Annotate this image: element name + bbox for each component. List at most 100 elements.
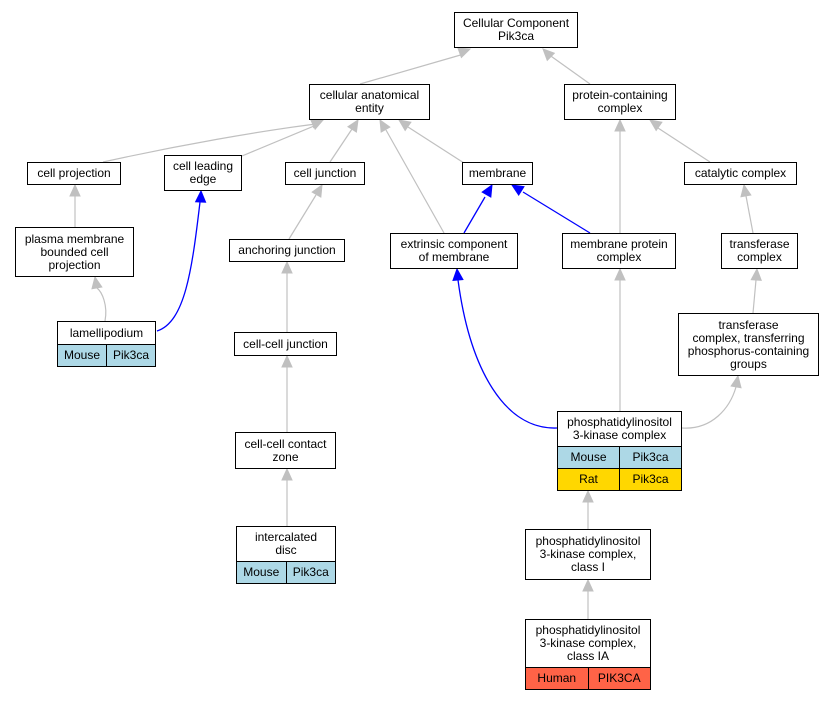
edge-aj-cj — [288, 183, 323, 240]
node-phosphatidylinositol-3-kinase-complex-class-i[interactable]: phosphatidylinositol 3-kinase complex, c… — [525, 529, 651, 580]
node-label: Cellular Component Pik3ca — [462, 16, 570, 43]
node-transferase-complex-transferring-phosphorus-groups[interactable]: transferase complex, transferring phosph… — [678, 313, 819, 376]
edge-pi3k-tcp — [681, 374, 742, 429]
arrowhead — [452, 267, 464, 281]
node-label: protein-containing complex — [572, 88, 668, 115]
arrowhead — [281, 260, 293, 274]
species-cell: Mouse — [237, 562, 286, 583]
node-plasma-membrane-bounded-cell-projection[interactable]: plasma membrane bounded cell projection — [15, 227, 134, 277]
arrowhead — [510, 184, 525, 196]
node-transferase-complex[interactable]: transferase complex — [721, 233, 798, 269]
node-label: phosphatidylinositol 3-kinase complex — [567, 415, 672, 442]
edge-ecm-cae — [379, 118, 445, 234]
edge-cae-root — [359, 47, 472, 85]
node-catalytic-complex[interactable]: catalytic complex — [684, 162, 797, 185]
arrowhead — [614, 118, 626, 132]
node-cellular-anatomical-entity[interactable]: cellular anatomical entity — [309, 84, 430, 120]
node-label: cell projection — [37, 166, 111, 180]
edge-ccj-aj — [281, 260, 293, 332]
node-label: lamellipodium — [69, 325, 144, 340]
species-cell: Mouse — [558, 447, 619, 468]
node-label: membrane protein complex — [570, 237, 668, 264]
node-label: transferase complex — [729, 237, 790, 264]
node-phosphatidylinositol-3-kinase-complex-class-ia[interactable]: phosphatidylinositol 3-kinase complex, c… — [525, 619, 651, 690]
node-label: cell-cell junction — [243, 336, 328, 351]
arrowhead — [614, 267, 626, 281]
node-protein-containing-complex[interactable]: protein-containing complex — [564, 84, 676, 120]
node-label: intercalated disc — [254, 530, 318, 557]
node-label: cellular anatomical entity — [319, 88, 420, 115]
node-anchoring-junction[interactable]: anchoring junction — [229, 239, 345, 262]
node-label: catalytic complex — [694, 166, 787, 180]
arrowhead — [457, 47, 472, 59]
edge-tcp-trans — [750, 267, 762, 314]
edge-lam-cle — [156, 189, 207, 332]
node-cell-cell-contact-zone[interactable]: cell-cell contact zone — [235, 432, 336, 469]
edge-mem-cae — [398, 119, 465, 164]
gene-cell: Pik3ca — [285, 562, 335, 583]
species-cell: Mouse — [58, 345, 106, 366]
node-extrinsic-component-of-membrane[interactable]: extrinsic component of membrane — [390, 233, 518, 269]
edge-pmbcp-cproj — [69, 183, 81, 227]
arrowhead — [481, 183, 493, 198]
node-cellular-component[interactable]: Cellular Component Pik3ca — [454, 12, 578, 48]
edge-pcc-root — [542, 48, 591, 85]
edge-pi3k-mpc — [614, 267, 626, 411]
species-cell: Rat — [558, 469, 619, 490]
arrowhead — [281, 354, 293, 368]
arrowhead — [740, 183, 752, 198]
node-label: cell junction — [293, 166, 357, 180]
node-cell-junction[interactable]: cell junction — [285, 162, 365, 185]
node-label: extrinsic component of membrane — [400, 237, 508, 264]
node-label: cell leading edge — [172, 159, 234, 186]
species-cell: Human — [526, 668, 588, 689]
arrowhead — [347, 118, 359, 133]
edge-ecm-mem — [463, 183, 493, 234]
edge-lam-pmbcp — [91, 275, 107, 322]
node-cell-leading-edge[interactable]: cell leading edge — [164, 155, 242, 191]
gene-cell: Pik3ca — [619, 469, 681, 490]
edge-mpc-mem — [510, 184, 591, 234]
arrowhead — [582, 578, 594, 592]
edge-cj-cae — [329, 118, 359, 163]
node-label: anchoring junction — [238, 243, 336, 257]
node-label: phosphatidylinositol 3-kinase complex, c… — [535, 534, 641, 574]
node-label: transferase complex, transferring phosph… — [687, 317, 810, 371]
arrowhead — [582, 489, 594, 503]
node-cell-projection[interactable]: cell projection — [27, 162, 121, 185]
arrowhead — [281, 467, 293, 481]
edge-idisc-cccz — [281, 467, 293, 526]
node-membrane[interactable]: membrane — [462, 162, 533, 185]
edge-cle-cae — [241, 119, 325, 157]
arrowhead — [91, 275, 103, 290]
arrowhead — [379, 118, 391, 133]
node-label: plasma membrane bounded cell projection — [24, 231, 125, 272]
gene-cell: Pik3ca — [619, 447, 681, 468]
edge-pi3k-ecm — [452, 267, 558, 429]
node-label: membrane — [468, 166, 527, 180]
node-cell-cell-junction[interactable]: cell-cell junction — [234, 332, 337, 356]
arrowhead — [730, 374, 742, 389]
edge-mpc-pcc — [614, 118, 626, 233]
edge-cccz-ccj — [281, 354, 293, 432]
node-label: phosphatidylinositol 3-kinase complex, c… — [535, 623, 641, 663]
node-membrane-protein-complex[interactable]: membrane protein complex — [562, 233, 676, 269]
edge-pi3k1a-pi3k1 — [582, 578, 594, 619]
arrowhead — [542, 48, 556, 62]
gene-cell: PIK3CA — [587, 668, 650, 689]
edge-pi3k1-pi3k — [582, 489, 594, 529]
arrowhead — [310, 119, 325, 131]
arrowhead — [311, 183, 323, 198]
arrowhead — [194, 189, 207, 203]
arrowhead — [750, 267, 762, 281]
node-label: cell-cell contact zone — [244, 436, 327, 464]
